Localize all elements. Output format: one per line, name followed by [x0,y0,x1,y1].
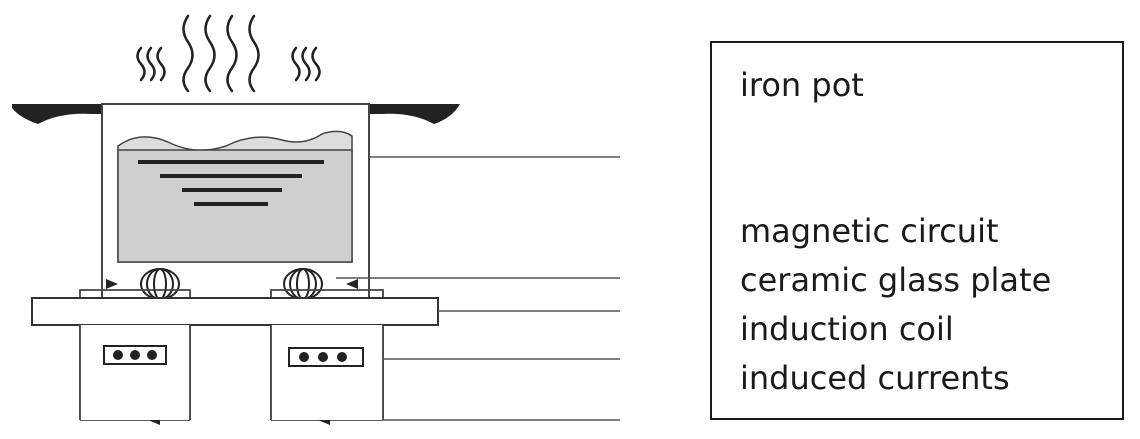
legend-label-induced-currents: induced currents [740,359,1010,397]
ceramic-glass-plate [31,297,439,326]
control-knob-icon [147,350,157,360]
induction-cooker-diagram [12,14,620,425]
control-knob-icon [130,350,140,360]
steam-wave [146,46,156,82]
steam-wave [226,14,238,93]
control-knob-icon [299,352,309,362]
induction-coil-right [283,268,323,300]
pot-handle-left [12,104,104,124]
steam-wave [291,46,301,82]
steam-waves [136,14,321,93]
pot-handle-right [369,104,460,124]
steam-wave [204,14,216,93]
cooker-unit-left [79,325,191,420]
cooker-unit-right [270,325,384,420]
legend-label-iron-pot: iron pot [740,66,864,104]
steam-wave [156,46,166,82]
legend-label-ceramic-glass-plate: ceramic glass plate [740,261,1052,299]
steam-wave [248,14,260,93]
arrow-right-icon [106,279,118,289]
control-knob-icon [337,352,347,362]
induced-current-lines [138,160,324,206]
legend-label-magnetic-circuit: magnetic circuit [740,212,999,250]
steam-wave [311,46,321,82]
steam-wave [301,46,311,82]
arrow-left-icon [346,279,358,289]
induction-coil-left [140,268,180,300]
legend-box: iron pot magnetic circuit ceramic glass … [710,41,1124,420]
control-knob-icon [113,350,123,360]
steam-wave [136,46,146,82]
legend-label-induction-coil: induction coil [740,310,954,348]
leader-lines [336,156,620,421]
steam-wave [182,14,194,93]
control-knob-icon [318,352,328,362]
